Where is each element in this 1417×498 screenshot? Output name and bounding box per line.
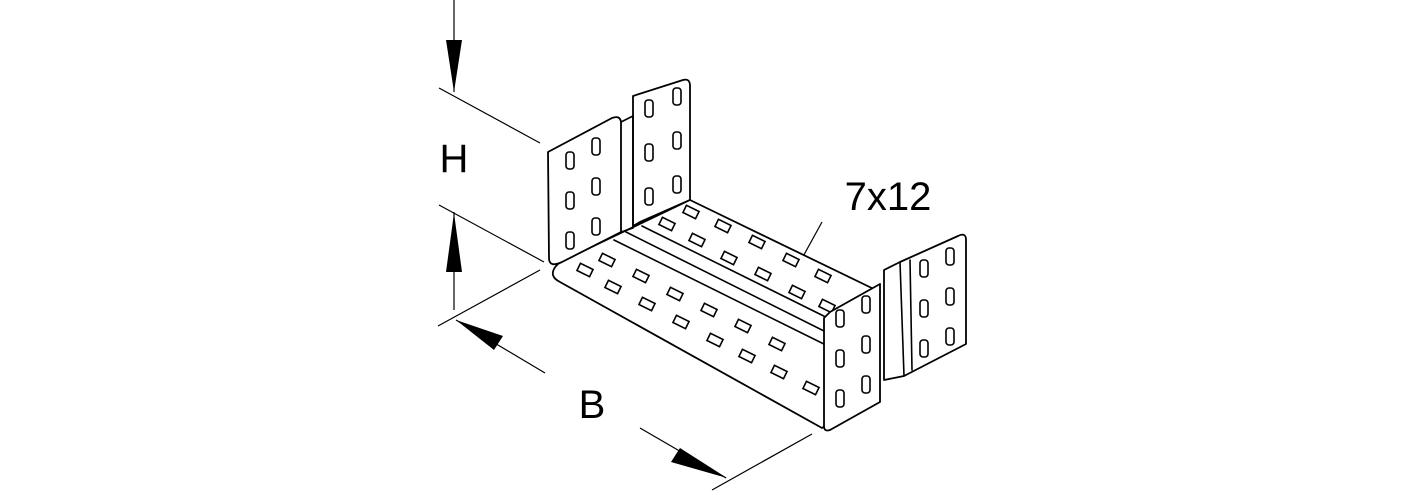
right-outer-flange-holes — [919, 247, 955, 358]
cable-tray-connector — [547, 78, 967, 432]
right-outer-fold — [899, 261, 905, 377]
height-label: H — [440, 137, 469, 181]
width-dimension: B — [437, 269, 813, 491]
left-flange-holes — [565, 137, 601, 250]
right-outer-fold-2 — [909, 259, 913, 371]
back-flange-holes — [644, 87, 682, 206]
base-holes — [575, 204, 837, 396]
height-arrow-top — [446, 40, 462, 92]
height-arrow-bottom — [446, 213, 462, 272]
height-dimension: H — [438, 0, 545, 310]
base-rib-3 — [641, 225, 861, 335]
width-arrow-right — [671, 448, 727, 478]
left-flange-fold — [620, 115, 634, 233]
base-rib-1 — [613, 239, 841, 353]
hole-size-label: 7x12 — [845, 175, 932, 219]
width-arrow-left — [456, 320, 503, 350]
base-rib-2 — [625, 231, 851, 345]
width-label: B — [579, 383, 606, 427]
right-flange-holes — [835, 295, 871, 408]
hole-size-callout: 7x12 — [799, 175, 932, 263]
